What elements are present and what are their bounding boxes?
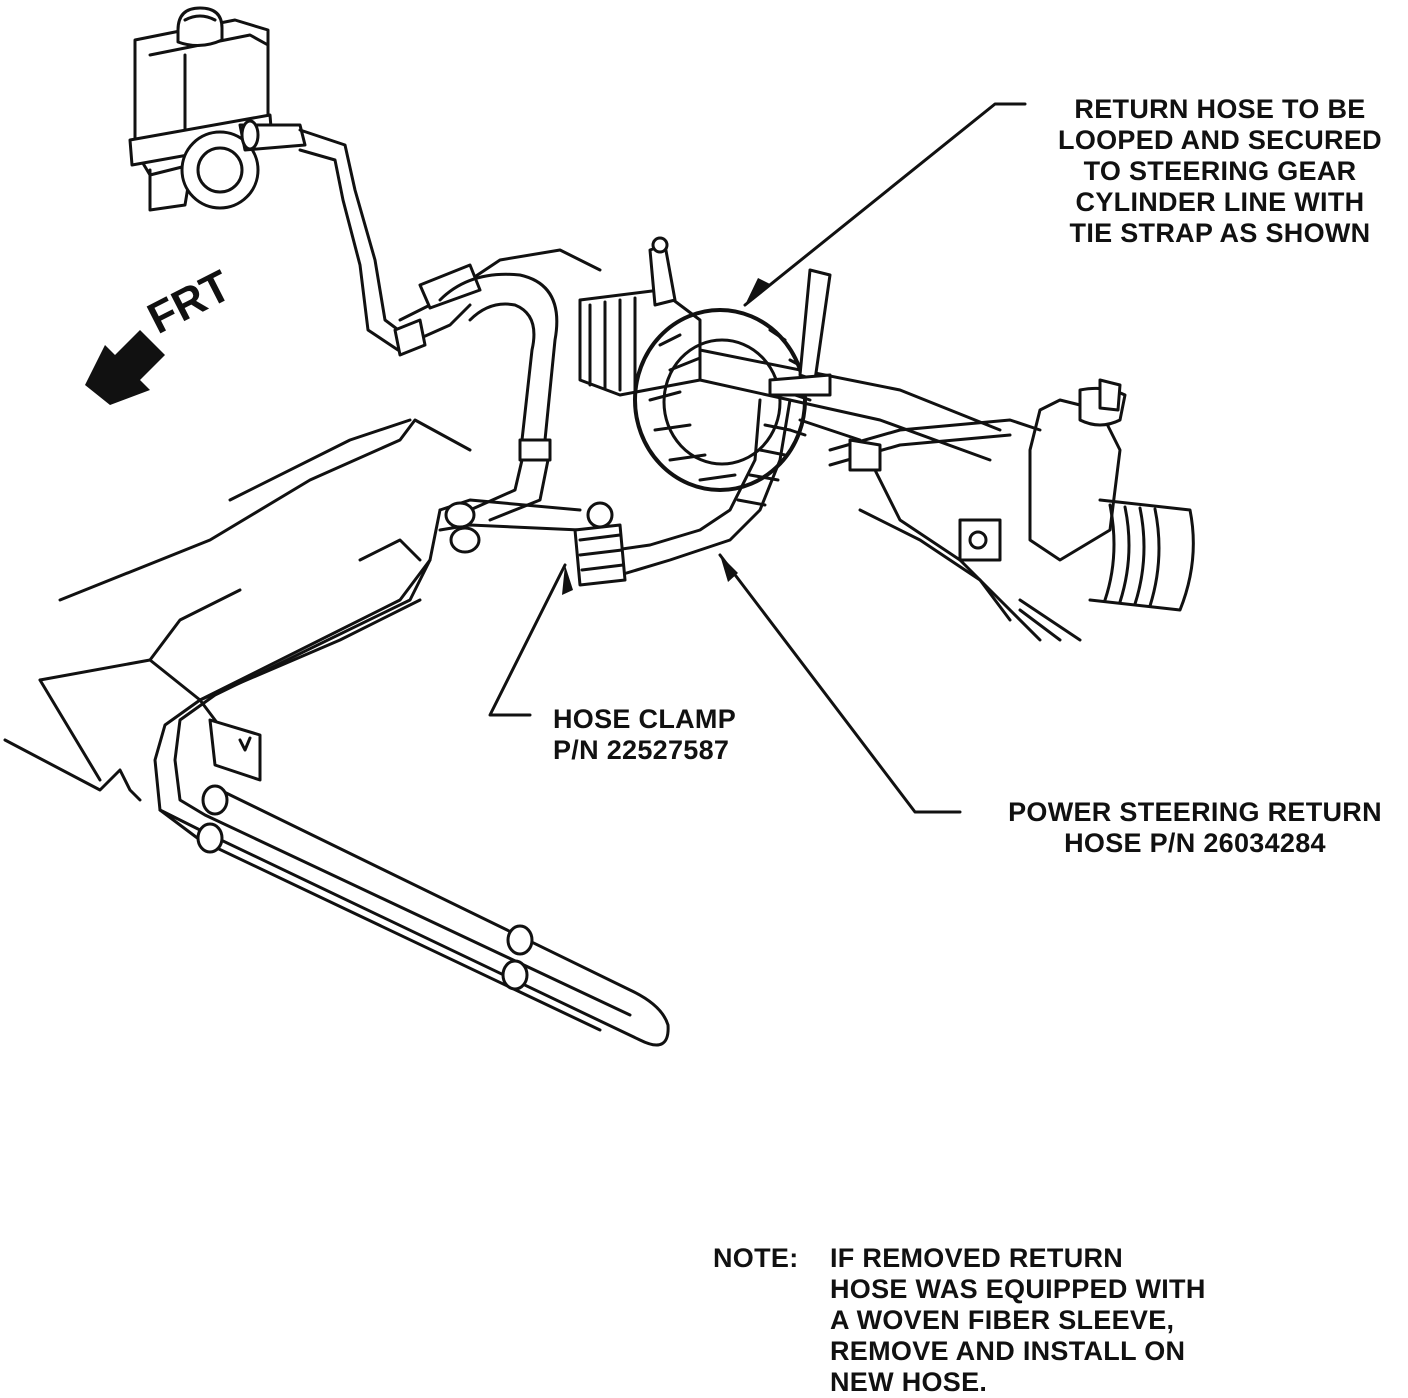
label-line: POWER STEERING RETURN [1008,797,1382,827]
steering-gear [578,236,1195,642]
hose-clamp-label: HOSE CLAMP P/N 22527587 [553,704,736,766]
label-line: LOOPED AND SECURED [1058,125,1382,155]
label-line: TO STEERING GEAR [1083,156,1357,186]
label-line: P/N 22527587 [553,735,730,765]
note-line: A WOVEN FIBER SLEEVE, [830,1305,1175,1335]
label-line: RETURN HOSE TO BE [1074,94,1366,124]
cooler-feed-hose [438,272,559,522]
return-hose-loop-label: RETURN HOSE TO BE LOOPED AND SECURED TO … [1040,94,1400,249]
note-line: IF REMOVED RETURN [830,1243,1124,1273]
note-line: REMOVE AND INSTALL ON [830,1336,1186,1366]
front-arrow-icon [85,330,165,405]
note-line: HOSE WAS EQUIPPED WITH [830,1274,1206,1304]
label-line: HOSE CLAMP [553,704,737,734]
pressure-line [298,128,602,357]
looped-return-hose [613,268,832,577]
leader-arrowheads [562,278,770,595]
cooler-lines [153,498,670,1047]
hose-clamp [573,501,627,587]
note-line: NEW HOSE. [830,1367,988,1397]
label-line: HOSE P/N 26034284 [1064,828,1326,858]
return-hose-label: POWER STEERING RETURN HOSE P/N 26034284 [985,797,1405,859]
note-text: IF REMOVED RETURN HOSE WAS EQUIPPED WITH… [830,1243,1206,1398]
label-line: CYLINDER LINE WITH [1075,187,1365,217]
pump-reservoir [128,6,307,212]
note-key: NOTE: [713,1243,799,1273]
leader-lines [488,102,1027,814]
label-line: TIE STRAP AS SHOWN [1069,218,1371,248]
